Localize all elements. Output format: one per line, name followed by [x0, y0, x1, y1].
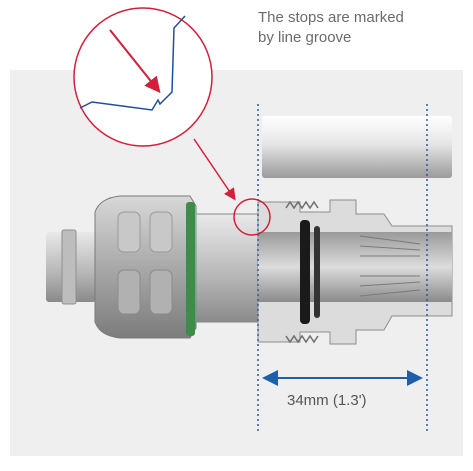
collet-nut — [94, 195, 197, 339]
seal-black — [300, 220, 310, 324]
nut-rib-2 — [149, 211, 173, 253]
groove-highlight-circle — [233, 198, 271, 236]
green-o-ring — [186, 202, 195, 336]
zoom-circle — [73, 7, 213, 147]
annotation-line-1: The stops are marked — [258, 9, 404, 26]
pipe-insert — [262, 116, 452, 178]
collar — [195, 213, 259, 323]
nut-rib-1 — [117, 211, 141, 253]
left-pipe-end — [61, 229, 77, 305]
callout-arrow — [193, 138, 236, 201]
grip-ring — [359, 235, 421, 297]
dimension-label: 34mm (1.3') — [287, 392, 367, 409]
zoom-arrow — [109, 29, 161, 94]
annotation-line-2: by line groove — [258, 29, 352, 46]
nut-rib-4 — [149, 269, 173, 315]
seal-black-2 — [314, 226, 320, 318]
inserted-pipe — [258, 232, 452, 302]
nut-rib-3 — [117, 269, 141, 315]
annotation-text: The stops are marked by line groove — [258, 8, 468, 48]
thread-top — [285, 200, 319, 344]
groove-profile-line — [79, 15, 186, 111]
